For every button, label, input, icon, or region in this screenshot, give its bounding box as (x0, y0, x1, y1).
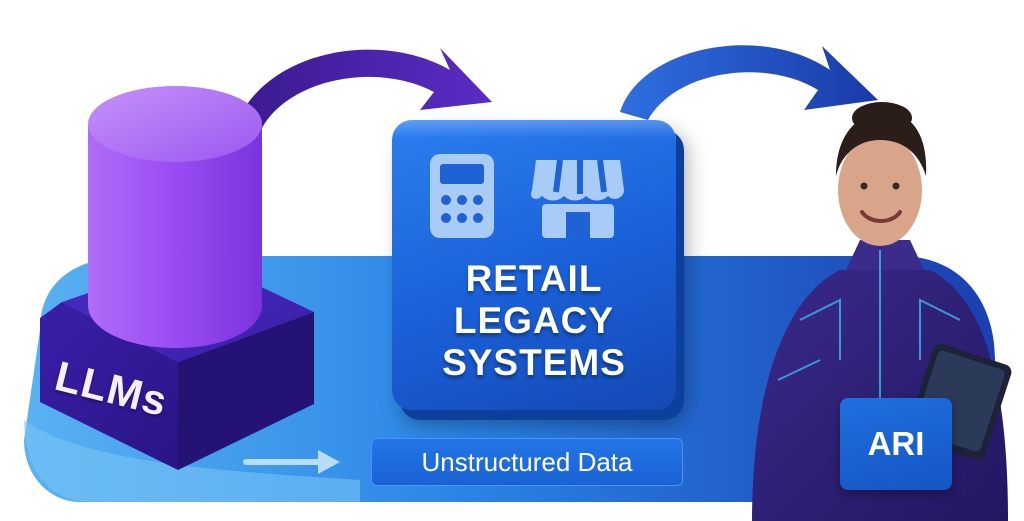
llm-cylinder-body (88, 126, 262, 348)
unstructured-data-label: Unstructured Data (371, 438, 683, 486)
ari-badge: ARI (840, 398, 952, 490)
storefront-icon (530, 154, 626, 245)
retail-legacy-title: RETAIL LEGACY SYSTEMS (392, 258, 676, 384)
calculator-icon (428, 152, 496, 245)
retail-title-line-2: LEGACY (453, 300, 615, 341)
llm-base-side (178, 312, 314, 470)
arrow-right-icon (243, 450, 340, 474)
retail-title-line-1: RETAIL (465, 258, 603, 299)
backdrop-highlight (24, 420, 360, 502)
llm-cylinder-top (88, 86, 262, 162)
arrow-retail-to-ari (620, 45, 878, 120)
llm-base-front (40, 302, 178, 470)
retail-title-line-3: SYSTEMS (442, 342, 626, 383)
arrow-llms-to-retail (238, 48, 492, 128)
